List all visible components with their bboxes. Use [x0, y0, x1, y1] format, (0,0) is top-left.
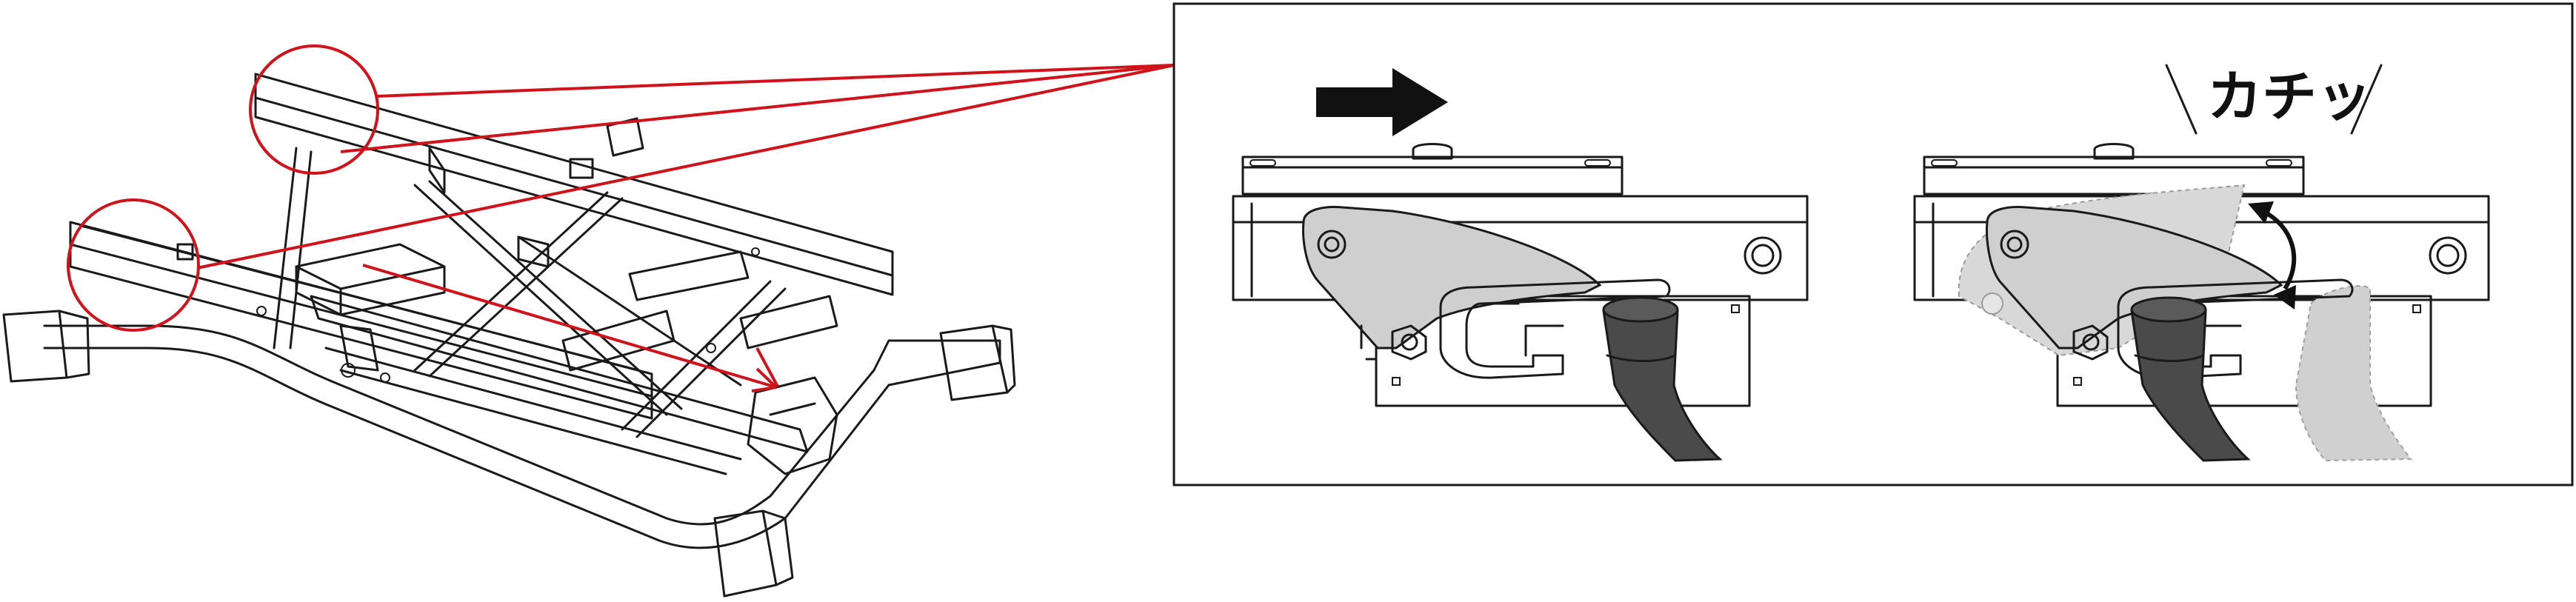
right-arrow-icon	[1316, 68, 1448, 136]
curved-double-arrow-icon	[2248, 201, 2297, 310]
sound-effect-text: カチッ	[2207, 65, 2372, 129]
rear-right-foot	[939, 324, 1016, 401]
gear-box	[747, 376, 838, 475]
red-motion-arrow	[362, 264, 779, 392]
front-left-foot	[2, 310, 90, 383]
leader-line-mid	[340, 64, 1175, 153]
ghost-tube-position	[2295, 285, 2412, 462]
rollers	[561, 250, 838, 372]
callout-circle-rear	[249, 44, 379, 175]
detail-step-before	[1232, 68, 1809, 462]
front-right-foot	[713, 509, 794, 598]
base-tube-frame	[43, 295, 1001, 549]
leader-line-bottom	[196, 64, 1175, 270]
leader-line-top	[376, 64, 1175, 98]
sound-mark-left	[2165, 64, 2198, 135]
left-frame-rail	[69, 221, 653, 420]
right-frame-rail	[254, 73, 894, 296]
callout-circle-front	[67, 198, 200, 332]
frame-brackets	[176, 117, 760, 383]
seat-mechanism-overview	[2, 44, 1175, 598]
actuator-motor	[295, 243, 446, 316]
detail-step-after: カチッ	[1913, 64, 2490, 462]
sound-mark-right	[2350, 64, 2383, 135]
